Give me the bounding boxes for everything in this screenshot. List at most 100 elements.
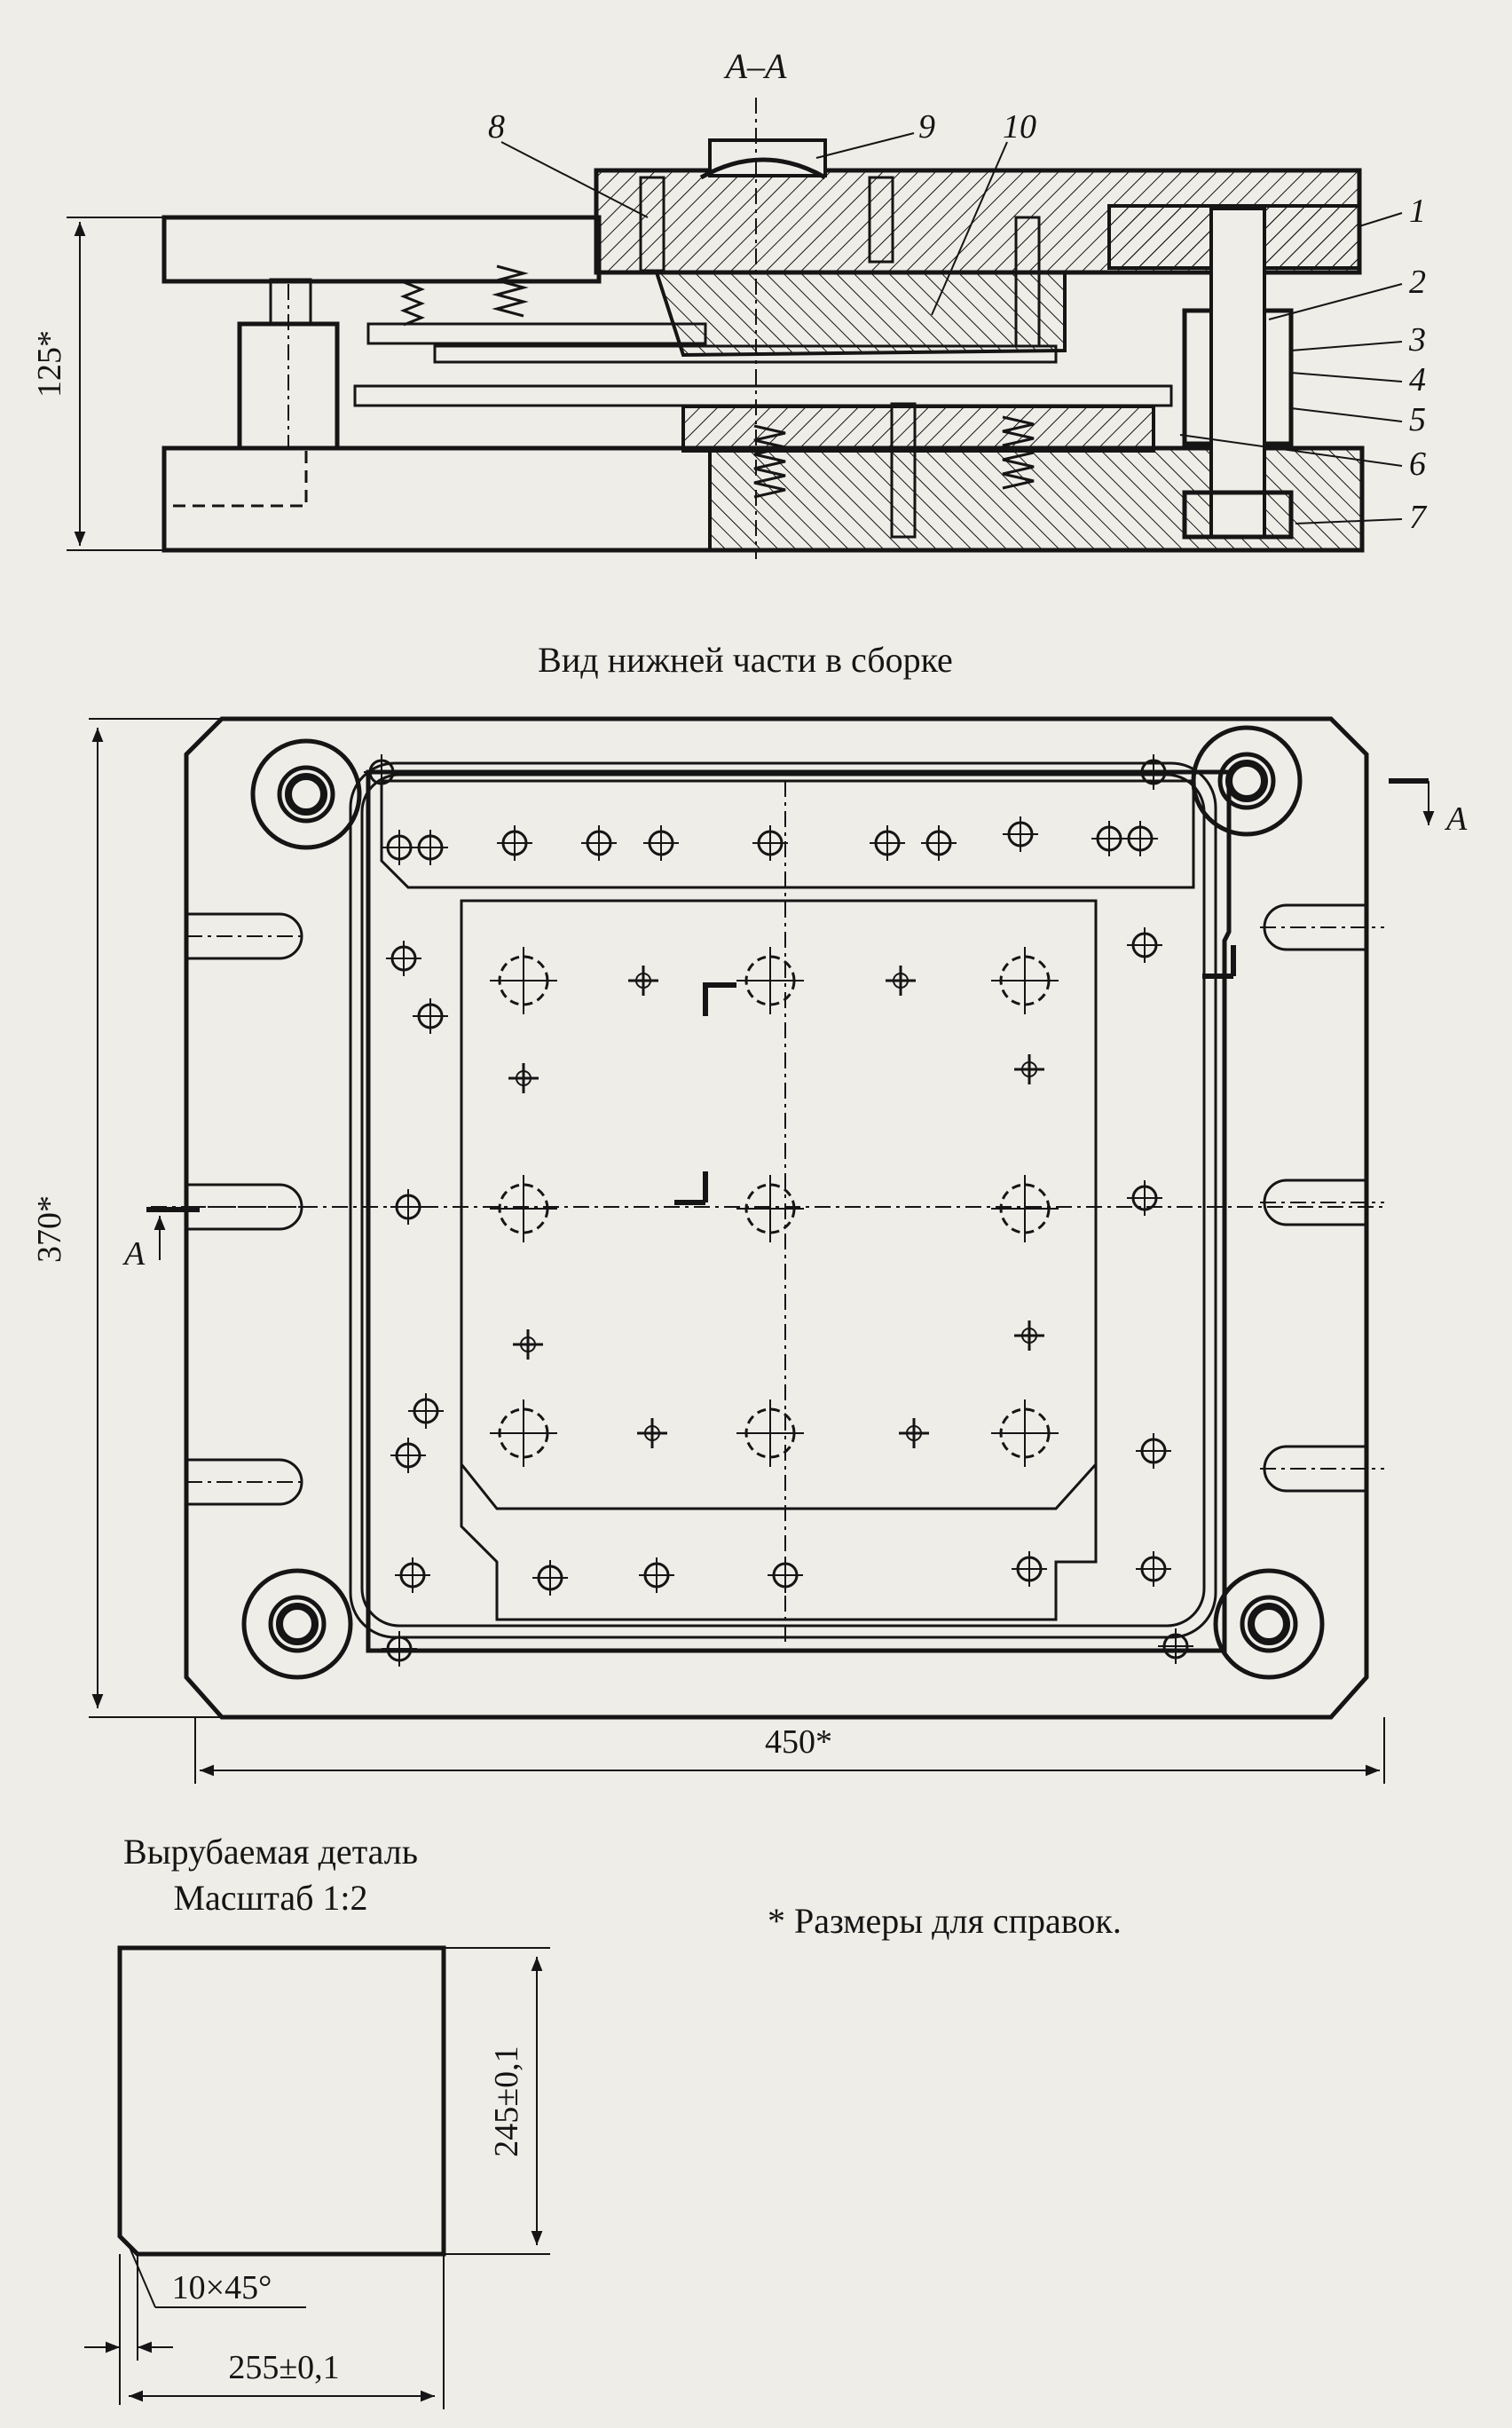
pin-hole	[752, 825, 788, 861]
screw-mark	[637, 1418, 667, 1448]
corner-marks	[674, 945, 1236, 1205]
callout-10: 10	[1003, 108, 1036, 146]
punch-hole	[490, 1399, 557, 1467]
punch-hole	[991, 1175, 1059, 1242]
dimension-125: 125*	[31, 217, 164, 551]
pin-hole	[870, 825, 905, 861]
pin-hole	[386, 941, 421, 976]
die-plate	[681, 405, 1155, 453]
section-title: A–A	[723, 46, 787, 86]
blank-part-outline	[117, 1945, 446, 2257]
guide-pillar-bottom-left	[241, 1568, 353, 1680]
pin-hole	[382, 1631, 417, 1667]
part-view: Вырубаемая деталь Масштаб 1:2 245±0,1 10…	[84, 1832, 1122, 2409]
pin-hole	[382, 830, 417, 865]
punch-hole	[736, 947, 804, 1014]
pin-hole	[1091, 821, 1127, 856]
hole-pattern	[364, 754, 1193, 1667]
reference-note: * Размеры для справок.	[768, 1901, 1122, 1941]
callout-3: 3	[1408, 321, 1426, 359]
dimension-chamfer: 10×45°	[84, 2244, 306, 2405]
screw-mark	[1014, 1054, 1044, 1084]
section-marker-left-label: A	[122, 1235, 146, 1273]
pin-hole	[408, 1393, 444, 1429]
pin-hole	[639, 1557, 674, 1593]
stripper-plate	[460, 899, 1098, 1621]
stripper-strip-top	[380, 779, 1195, 889]
callout-2: 2	[1409, 264, 1426, 301]
screw-mark	[508, 1063, 539, 1093]
guide-frame-inner	[360, 773, 1206, 1628]
screw-mark	[899, 1418, 929, 1448]
pin-hole	[1012, 1551, 1047, 1587]
plan-view: Вид нижней части в сборке	[31, 640, 1468, 1784]
callout-labels: 8 9 10 1 2 3 4 5 6 7	[488, 108, 1428, 536]
dim-125-label: 125*	[31, 330, 68, 398]
pin-hole	[1136, 1551, 1171, 1587]
callout-7: 7	[1409, 499, 1428, 536]
dim-450-label: 450*	[765, 1723, 832, 1761]
section-marker-right-label: A	[1444, 800, 1468, 838]
pin-hole	[921, 825, 957, 861]
callout-1: 1	[1409, 193, 1426, 230]
punch-hole	[736, 1175, 804, 1242]
punch-hole	[736, 1399, 804, 1467]
screws	[639, 176, 1041, 539]
plan-title: Вид нижней части в сборке	[538, 640, 953, 680]
pin-hole	[1158, 1628, 1193, 1664]
part-scale: Масштаб 1:2	[173, 1878, 367, 1918]
screw-mark	[628, 966, 658, 996]
pin-hole	[413, 998, 448, 1034]
dim-chamfer-label: 10×45°	[172, 2269, 272, 2306]
clamp-slots	[186, 903, 1384, 1506]
pin-hole	[532, 1560, 568, 1596]
dimension-450: 450*	[194, 1717, 1385, 1784]
shank-curve	[699, 157, 827, 180]
pin-hole	[1003, 816, 1038, 852]
pin-hole	[581, 825, 617, 861]
springs	[399, 264, 1035, 499]
pin-hole	[1122, 821, 1158, 856]
die-block	[366, 769, 1232, 1653]
guide-pillars	[241, 725, 1325, 1680]
punch-hole	[490, 1175, 557, 1242]
callout-9: 9	[918, 108, 935, 146]
dim-255-label: 255±0,1	[228, 2349, 339, 2386]
screw-mark	[513, 1329, 543, 1360]
dimension-245: 245±0,1	[444, 1947, 550, 2255]
dim-370-label: 370*	[31, 1195, 68, 1263]
section-view: A–A	[31, 46, 1428, 559]
punch-hole	[991, 1399, 1059, 1467]
callout-5: 5	[1409, 401, 1426, 438]
strip-material	[353, 384, 1173, 407]
screw-mark	[1014, 1320, 1044, 1351]
callout-4: 4	[1409, 361, 1426, 398]
pin-hole	[768, 1557, 803, 1593]
callout-8: 8	[488, 108, 505, 146]
pin-hole	[497, 825, 532, 861]
dimension-255: 255±0,1	[129, 2254, 445, 2409]
screw-mark	[886, 966, 916, 996]
stripper-plate-top	[366, 322, 707, 345]
pin-hole	[364, 754, 399, 790]
dimension-370: 370*	[31, 718, 222, 1718]
section-marker-right: A	[1389, 778, 1468, 838]
pin-hole	[395, 1557, 430, 1593]
pin-hole	[413, 830, 448, 865]
guide-pillar	[1209, 207, 1266, 539]
pin-hole	[1127, 1180, 1162, 1216]
pin-hole	[1127, 927, 1162, 963]
pin-hole	[390, 1438, 426, 1473]
callout-6: 6	[1409, 445, 1426, 483]
punch-hole	[490, 947, 557, 1014]
pillar-base	[1182, 490, 1294, 540]
pin-hole	[1136, 1433, 1171, 1469]
guide-frame-outer	[349, 761, 1217, 1639]
guide-pillar-top-left	[250, 738, 362, 850]
guide-pillar-bottom-right	[1213, 1568, 1325, 1680]
pin-hole	[1136, 754, 1171, 790]
hidden-outline	[173, 448, 308, 508]
guide-pillar-top-right	[1191, 725, 1303, 837]
part-title: Вырубаемая деталь	[123, 1832, 418, 1872]
